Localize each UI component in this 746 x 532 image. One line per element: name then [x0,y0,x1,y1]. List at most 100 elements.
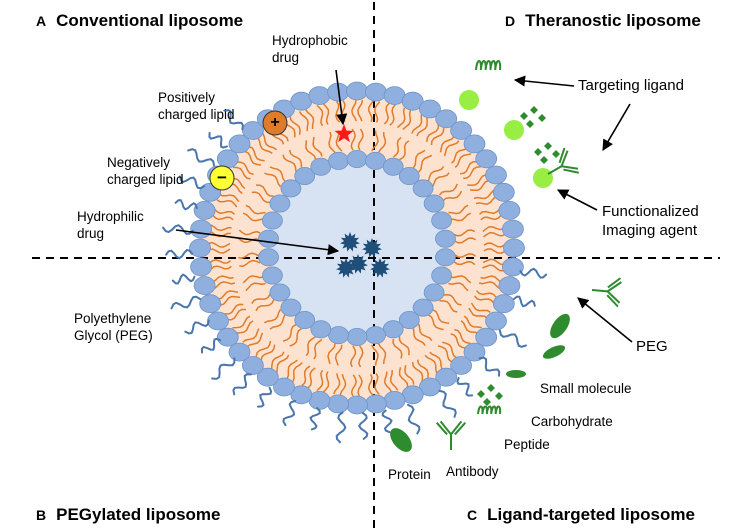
carbohydrate-unit [477,390,485,398]
lipid-head-inner [423,283,445,302]
lipid-tail [427,165,445,182]
lipid-head-outer [450,121,473,140]
lipid-tail [412,328,426,347]
lipid-head-inner [269,283,291,302]
lipid-tail [357,99,364,122]
antibody-arm [606,294,619,308]
lipid-tail [210,265,232,270]
lipid-tail [209,259,232,264]
lipid-tail [389,369,399,391]
lipid-tail [255,184,274,198]
peg-chain [519,267,548,279]
lipid-head-inner [294,310,316,329]
negatively-charged-lipid [209,165,235,191]
lipid-head-outer [502,219,524,239]
lipid-tail [218,193,240,203]
label-peg-left: Polyethylene Glycol (PEG) [74,311,153,343]
lipid-tail [298,111,309,132]
lipid-tail [483,231,505,238]
small-molecule-ligand [542,345,566,359]
antibody-ligand [591,277,622,308]
peg-chain [162,224,194,235]
lipid-head-inner [294,166,316,185]
carbohydrate-unit [540,156,548,164]
carbohydrate-unit [487,384,495,392]
lipid-head-inner [435,248,456,267]
lipid-tail [475,196,497,205]
lipid-tail [217,290,239,300]
lipid-head-inner [412,179,434,198]
lipid-tail [450,148,468,164]
lipid-tail [264,172,282,188]
lipid-tail [438,183,458,196]
lipid-head-outer [190,257,213,277]
lipid-head-inner [435,229,456,248]
lipid-head-outer [364,394,387,414]
lipid-tail [437,345,453,363]
hydrophilic-drug-particle [362,238,382,258]
peg-chain [178,175,205,190]
lipid-head-inner [398,166,420,185]
peg-chain [171,273,196,285]
lipid-head-inner [258,229,279,248]
peg-chain [184,319,210,335]
lipid-tail [292,362,303,382]
lipid-tail [474,295,495,305]
lipid-tail [479,208,501,215]
lipid-head-inner [261,266,283,285]
lipid-head-outer [435,367,458,387]
lipid-tail [305,336,316,357]
lipid-tail [289,328,302,347]
lipid-tail [439,135,455,153]
minus-sign: − [217,168,227,187]
lipid-tail [334,344,343,366]
lipid-head-outer [241,121,264,140]
antibody-stem [591,289,608,293]
quadrant-c-name: Ligand-targeted liposome [487,505,695,524]
lipid-tail [316,104,324,127]
lipid-tail [412,149,426,169]
lipid-head-inner [261,211,283,230]
lipid-tail [239,259,261,267]
lipid-tail [251,191,271,203]
lipid-tail [402,109,412,131]
peg-chain [187,148,216,167]
lipid-tail [282,324,297,342]
lipid-tail [350,374,357,397]
lipid-head-outer [475,149,498,169]
lipid-tail [467,174,486,186]
lipid-head-outer [498,276,521,296]
lipid-tail [454,237,477,244]
small-molecule-ligand [506,370,526,378]
lipid-tail [224,303,244,315]
lipid-tail [377,343,387,365]
lipid-tail [450,275,472,284]
lipid-head-outer [475,327,498,347]
carbohydrate-unit [538,114,546,122]
lipid-tail [463,166,481,180]
peg-chain [407,403,421,435]
lipid-tail [289,115,301,135]
lipid-tail [426,124,440,142]
lipid-tail [450,212,472,222]
lipid-head-outer [346,81,368,101]
label-negatively-charged-lipid: Negatively charged lipid [107,155,184,187]
lipid-head-inner [346,327,368,346]
lipid-tail [374,373,380,395]
lipid-tail [442,341,457,359]
lipid-tail [473,189,494,200]
lipid-head-outer [435,109,458,129]
lipid-head-outer [207,311,229,331]
carbohydrate-unit [526,120,534,128]
lipid-head-outer [228,342,251,362]
lipid-tail [209,242,231,248]
peg-chain [456,377,474,397]
carbohydrate-ligand [534,142,560,164]
lipid-tail [208,248,231,254]
antibody-ligand [547,147,579,175]
lipid-tail [470,302,491,314]
peg-chain [381,409,393,434]
lipid-tail [238,229,261,236]
lipid-head-outer [256,367,279,387]
